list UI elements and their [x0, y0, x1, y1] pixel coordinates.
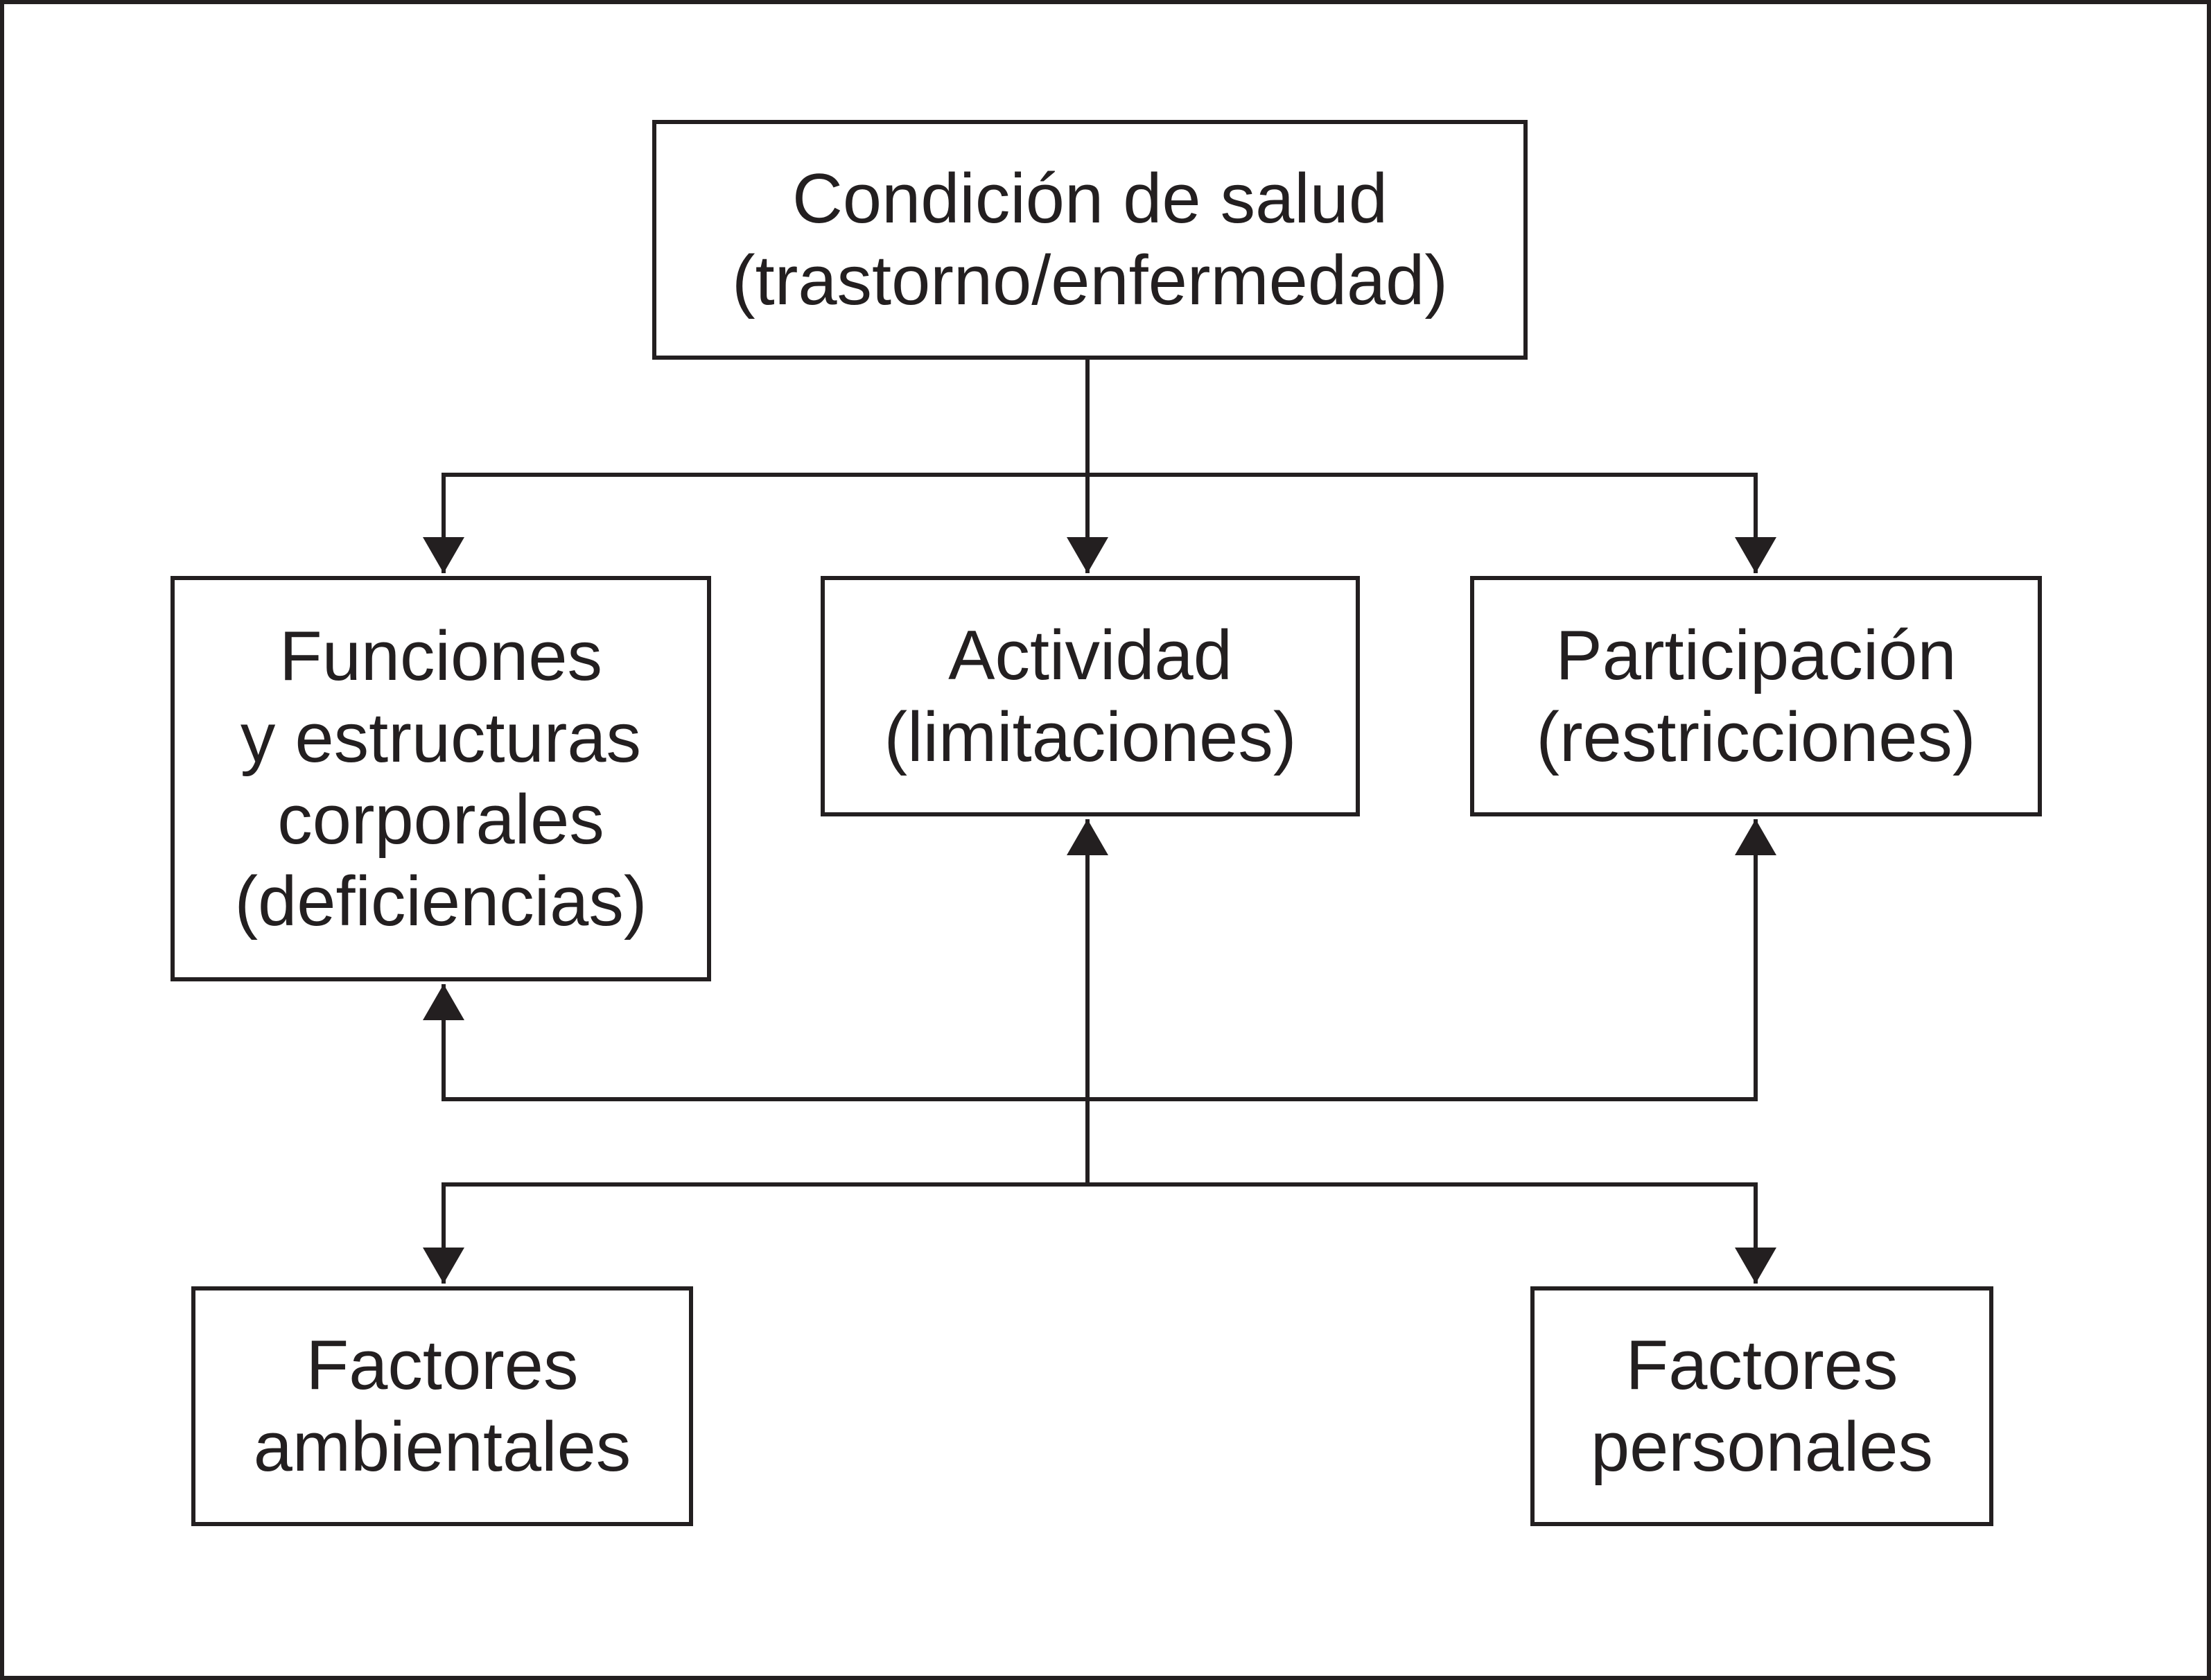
body-functions-box: Funciones y estructuras corporales (defi…	[171, 576, 711, 981]
environmental-factors-box: Factores ambientales	[191, 1286, 693, 1526]
participation-subtitle: (restricciones)	[1536, 698, 1976, 776]
activity-title: Actividad	[948, 616, 1232, 694]
activity-subtitle: (limitaciones)	[884, 698, 1297, 776]
participation-box: Participación (restricciones)	[1470, 576, 2042, 816]
health-condition-title: Condición de salud	[792, 160, 1388, 238]
body-functions-line-1: Funciones	[279, 617, 602, 695]
body-functions-line-4: (deficiencias)	[234, 862, 647, 940]
health-condition-box: Condición de salud (trastorno/enfermedad…	[652, 120, 1528, 360]
environmental-factors-line-1: Factores	[306, 1327, 579, 1404]
body-functions-line-3: corporales	[277, 780, 604, 859]
participation-title: Participación	[1555, 616, 1957, 694]
body-functions-line-2: y estructuras	[240, 699, 642, 777]
personal-factors-line-2: personales	[1590, 1408, 1934, 1486]
personal-factors-box: Factores personales	[1530, 1286, 1993, 1526]
environmental-factors-line-2: ambientales	[253, 1408, 631, 1486]
health-condition-subtitle: (trastorno/enfermedad)	[732, 242, 1448, 320]
activity-box: Actividad (limitaciones)	[821, 576, 1360, 816]
personal-factors-line-1: Factores	[1625, 1327, 1898, 1404]
